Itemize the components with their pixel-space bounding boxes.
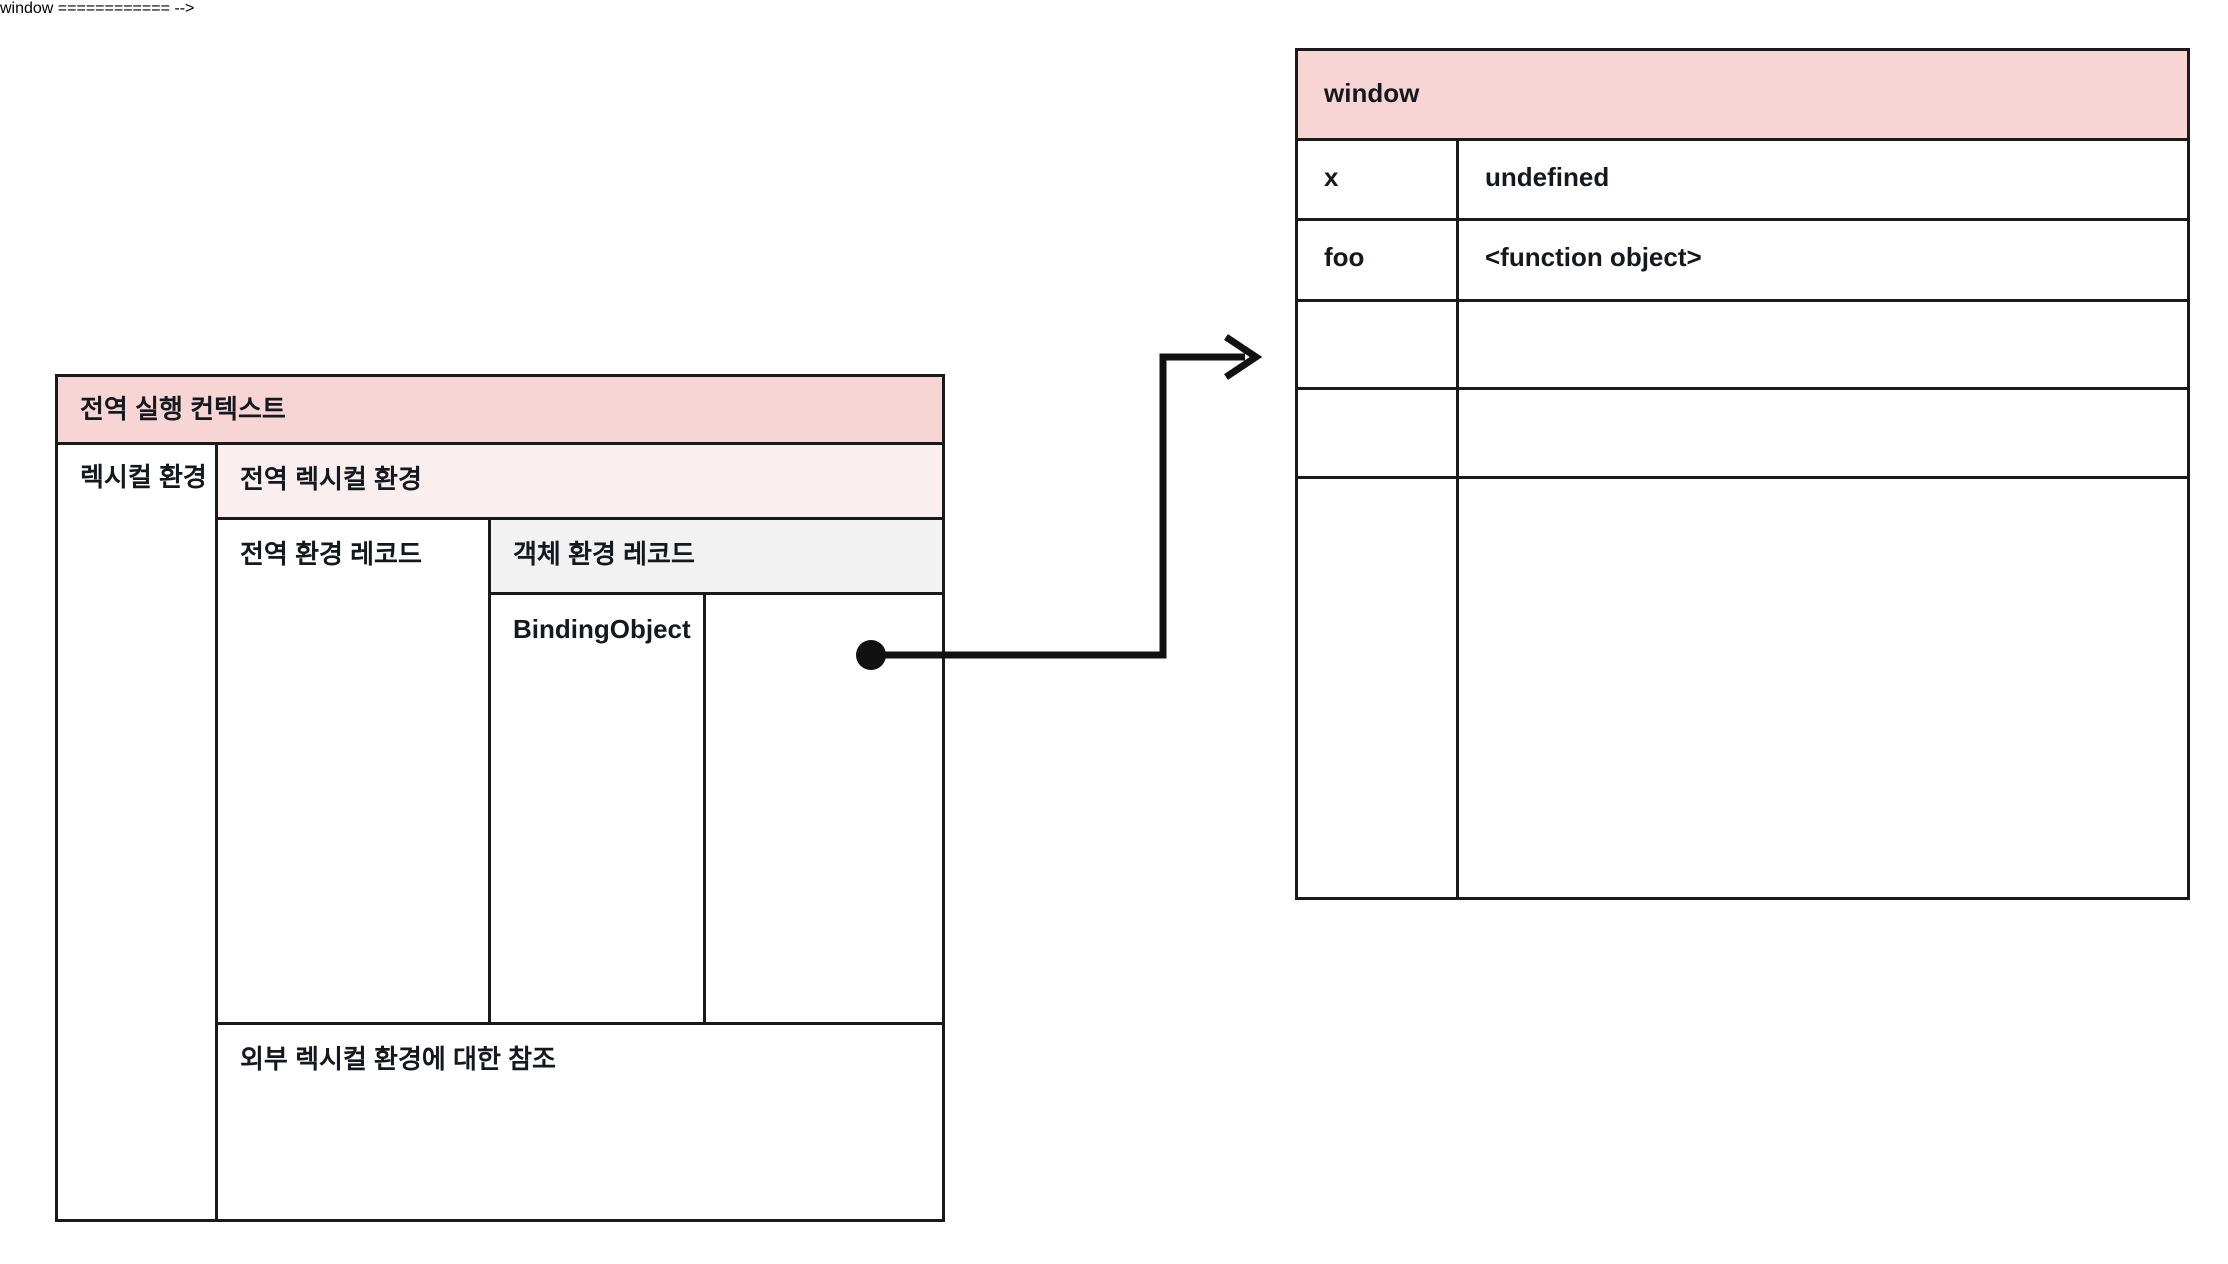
global-lexical-environment-bottom-rule [218,517,942,520]
lexical-environment-cell: 렉시컬 환경 [58,445,215,1222]
binding-object-value-cell [706,595,942,1022]
connector-arrowhead-icon [1224,334,1263,380]
object-environment-record-fill [491,520,942,592]
global-environment-record-right-rule [488,520,491,1022]
object-environment-record-bottom-rule [491,592,942,595]
window-row-key-0: x [1298,141,1456,218]
window-title: window [1324,78,1420,108]
global-lexical-environment-fill [218,445,942,517]
binding-object-key-cell: BindingObject [491,595,703,1022]
window-key-label: foo [1324,242,1365,272]
global-execution-context-table: 전역 실행 컨텍스트 렉시컬 환경 전역 렉시컬 환경 전역 환경 레코드 객체… [55,374,945,1222]
lexical-environment-right-rule [215,445,218,1222]
window-header-cell: window [1298,51,2187,138]
object-environment-record-label: 객체 환경 레코드 [513,539,695,569]
window-value-label: <function object> [1485,242,1702,272]
window-object-table: window x undefined foo <function object> [1295,48,2190,900]
outer-lexical-reference-cell: 외부 렉시컬 환경에 대한 참조 [218,1025,942,1222]
object-environment-record-cell: 객체 환경 레코드 [491,520,942,592]
binding-object-label: BindingObject [513,614,691,644]
gec-title: 전역 실행 컨텍스트 [80,394,286,424]
outer-lexical-reference-label: 외부 렉시컬 환경에 대한 참조 [240,1044,556,1074]
window-row-key-3 [1298,390,1456,476]
window-key-value-divider [1456,141,1459,897]
binding-object-key-right-rule [703,595,706,1022]
gec-header-fill [58,377,942,442]
window-row-value-3 [1459,390,2187,476]
global-lexical-environment-label: 전역 렉시컬 환경 [240,464,422,494]
window-header-bottom-rule [1298,138,2187,141]
window-row-value-0: undefined [1459,141,2187,218]
gec-header-bottom-rule [58,442,942,445]
window-row-key-4 [1298,479,1456,897]
global-environment-record-label: 전역 환경 레코드 [240,539,422,569]
lexical-environment-label: 렉시컬 환경 [80,462,207,492]
window-header-fill [1298,51,2187,138]
global-lexical-environment-cell: 전역 렉시컬 환경 [218,445,942,517]
window-row-value-4 [1459,479,2187,897]
global-environment-record-cell: 전역 환경 레코드 [218,520,488,1022]
record-block-bottom-rule [218,1022,942,1025]
window-row-rule-2 [1298,387,2187,390]
window-key-label: x [1324,162,1339,192]
window-row-key-2 [1298,302,1456,387]
window-row-value-2 [1459,302,2187,387]
window-row-rule-0 [1298,218,2187,221]
window-value-label: undefined [1485,162,1610,192]
window-row-value-1: <function object> [1459,221,2187,299]
window-row-rule-1 [1298,299,2187,302]
window-row-rule-3 [1298,476,2187,479]
window-row-key-1: foo [1298,221,1456,299]
gec-header-cell: 전역 실행 컨텍스트 [58,377,942,442]
